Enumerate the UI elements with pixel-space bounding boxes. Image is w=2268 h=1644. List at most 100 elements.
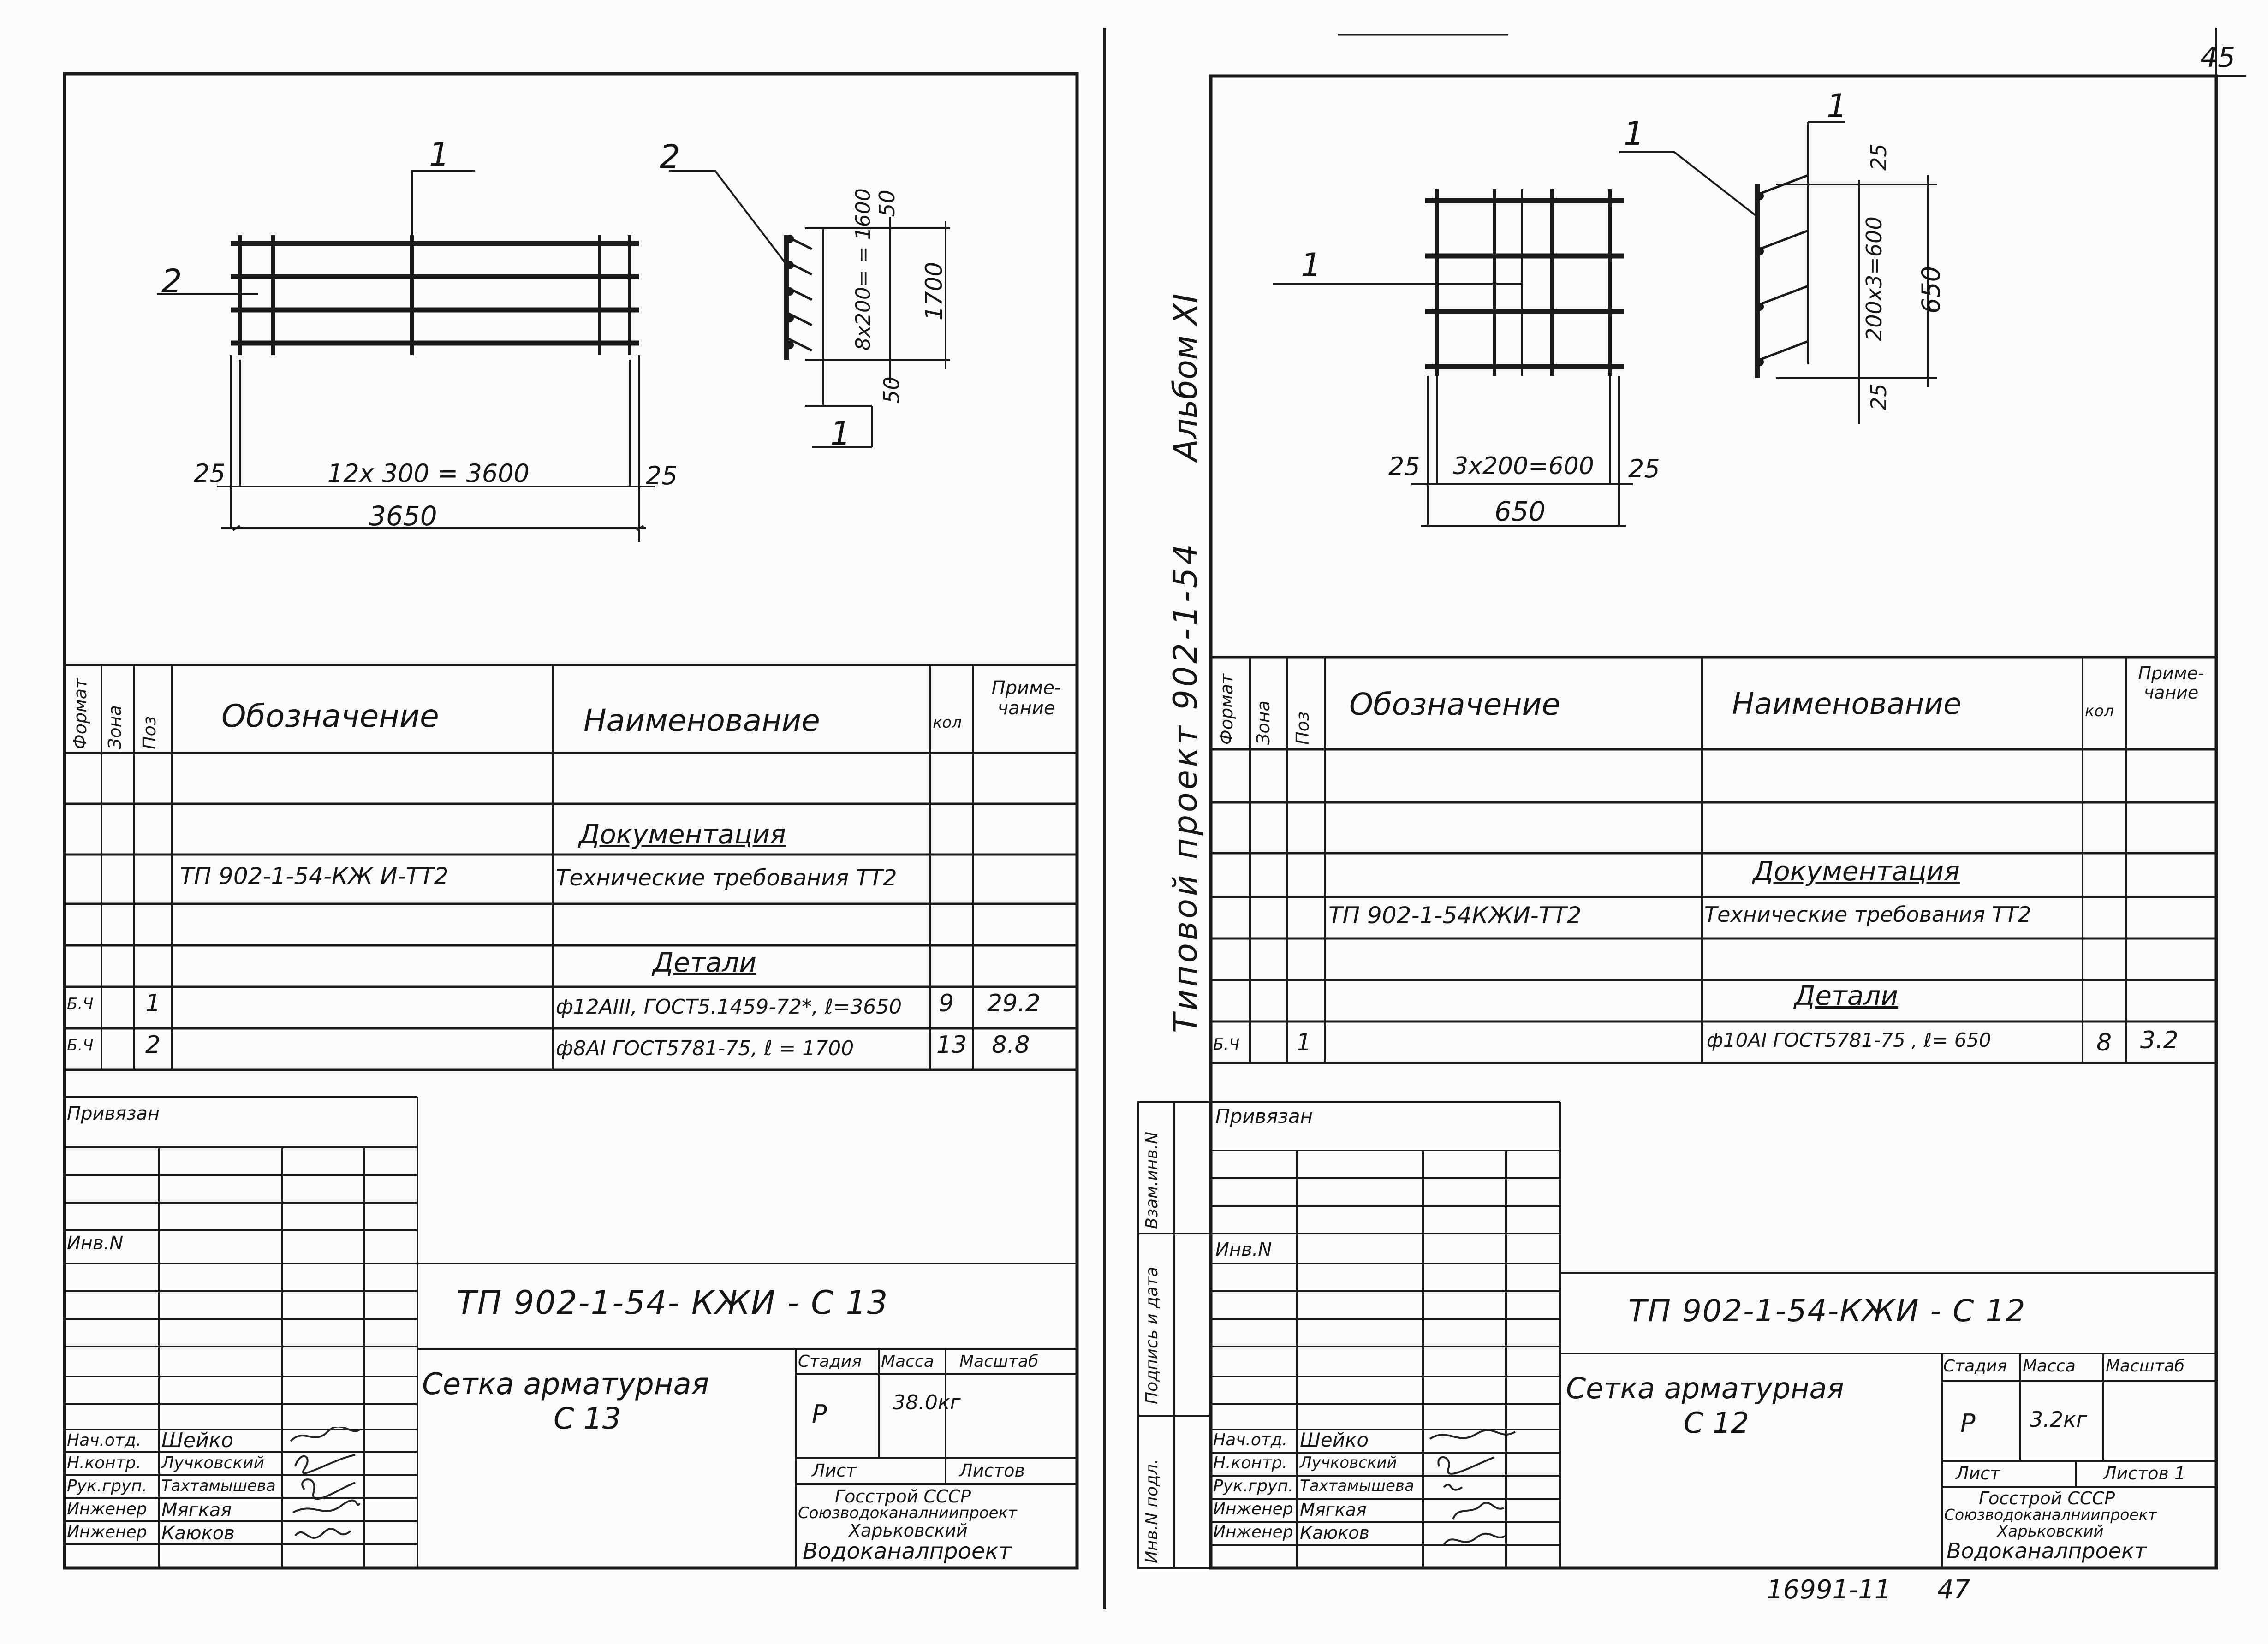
project-label: Типовой проект 902-1-54: [1167, 541, 1204, 1033]
row1-note-r: 3.2: [2140, 1027, 2179, 1054]
hdr-pos: Поз: [139, 716, 160, 749]
drawing-code-r: ТП 902-1-54-КЖИ - С 12: [1628, 1293, 2026, 1329]
row1-format-r: Б.Ч: [1213, 1035, 1240, 1054]
hdr-format-r: Формат: [1216, 673, 1237, 745]
org-4: Водоканалпроект: [803, 1538, 1012, 1564]
person-5-r: Каюков: [1300, 1523, 1369, 1543]
signatures-right: [1429, 1429, 1516, 1546]
side-label-1: Взам.инв.N: [1143, 1131, 1161, 1229]
sect-total: 1700: [921, 261, 947, 320]
mass-value: 38.0кг: [893, 1391, 961, 1414]
hdr-pos-r: Поз: [1292, 711, 1313, 745]
dim-right: 25: [646, 461, 678, 490]
callout-1-top-r: 1: [1624, 115, 1644, 153]
person-3-r: Тахтамышева: [1300, 1477, 1414, 1495]
doc-name-r: Технические требования ТТ2: [1704, 902, 2031, 927]
callout-1-section: 1: [830, 415, 851, 452]
inv-label-r: Инв.N: [1215, 1239, 1272, 1260]
left-frame: [63, 72, 1079, 1570]
org-4-r: Водоканалпроект: [1947, 1538, 2147, 1563]
side-label-2: Подпись и дата: [1143, 1266, 1161, 1404]
dim-total-r: 650: [1494, 496, 1546, 527]
row2-format: Б.Ч: [67, 1036, 94, 1055]
stage-label: Стадия: [798, 1352, 862, 1371]
signatures-left: [290, 1427, 361, 1539]
hdr-qty-r: кол: [2085, 702, 2114, 720]
sheets-label: Листов: [959, 1460, 1025, 1481]
scale-label: Масштаб: [959, 1352, 1039, 1371]
dim-left: 25: [194, 459, 226, 488]
title-name-1-r: Сетка арматурная: [1566, 1371, 1844, 1405]
callout-2-section: 2: [660, 138, 680, 176]
inventory-number: 16991-11: [1767, 1575, 1891, 1605]
role-2: Н.контр.: [67, 1454, 142, 1472]
album-label: Альбом XI: [1167, 293, 1204, 461]
section-doc-r: Документация: [1753, 855, 1960, 887]
row1-name-r: ф10АI ГОСТ5781-75 , ℓ= 650: [1707, 1029, 1991, 1051]
right-frame: [1209, 74, 2218, 1570]
hdr-zone: Зона: [105, 705, 125, 749]
dim-right-r: 25: [1628, 454, 1660, 483]
sheet-label: Лист: [812, 1460, 857, 1481]
role-3: Рук.груп.: [67, 1477, 148, 1496]
role-1-r: Нач.отд.: [1213, 1430, 1288, 1449]
org-2: Союзводоканалниипроект: [798, 1504, 1017, 1522]
side-label-3: Инв.N подл.: [1143, 1459, 1161, 1563]
role-1: Нач.отд.: [67, 1431, 142, 1450]
org-1-r: Госстрой СССР: [1979, 1488, 2115, 1508]
hdr-zone-r: Зона: [1253, 700, 1274, 745]
person-1-r: Шейко: [1300, 1429, 1369, 1451]
hdr-name-r: Наименование: [1732, 687, 1962, 721]
stage-value-r: Р: [1960, 1409, 1976, 1438]
row1-note: 29.2: [987, 990, 1041, 1017]
dim-mid: 12х 300 = 3600: [327, 459, 530, 488]
stage-value: Р: [812, 1400, 827, 1429]
page-number: 45: [2200, 42, 2236, 74]
mass-label-r: Масса: [2023, 1357, 2076, 1376]
inv-label: Инв.N: [67, 1233, 124, 1254]
org-1: Госстрой СССР: [835, 1486, 971, 1507]
org-3-r: Харьковский: [1997, 1522, 2104, 1541]
row2-name: ф8АI ГОСТ5781-75, ℓ = 1700: [556, 1037, 854, 1060]
row2-note: 8.8: [992, 1031, 1030, 1059]
sect-mid-r: 200х3=600: [1862, 216, 1887, 341]
drawing-code: ТП 902-1-54- КЖИ - С 13: [457, 1284, 889, 1322]
role-2-r: Н.контр.: [1213, 1454, 1288, 1472]
callout-1: 1: [429, 136, 450, 173]
role-5-r: Инженер: [1213, 1523, 1293, 1542]
doc-code: ТП 902-1-54-КЖ И-ТТ2: [180, 863, 449, 890]
dim-mid-r: 3х200=600: [1453, 452, 1594, 480]
row1-qty-r: 8: [2096, 1029, 2112, 1056]
sect-bot: 50: [879, 376, 904, 404]
mass-label: Масса: [881, 1352, 934, 1371]
doc-code-r: ТП 902-1-54КЖИ-ТТ2: [1328, 902, 1582, 929]
sect-top-r: 25: [1866, 143, 1891, 171]
dim-total: 3650: [369, 500, 437, 532]
person-5: Каюков: [161, 1523, 235, 1544]
role-3-r: Рук.груп.: [1213, 1477, 1294, 1496]
person-1: Шейко: [161, 1429, 234, 1452]
sheet-number: 47: [1937, 1575, 1970, 1605]
row1-format: Б.Ч: [67, 995, 94, 1013]
org-3: Харьковский: [849, 1520, 968, 1541]
scale-label-r: Масштаб: [2106, 1357, 2185, 1376]
sect-top: 50: [875, 190, 899, 217]
title-name-2: С 13: [554, 1402, 621, 1436]
sect-mid: 8х200= = 1600: [851, 188, 875, 350]
doc-name: Технические требования ТТ2: [556, 865, 897, 891]
hdr-designation-r: Обозначение: [1349, 687, 1560, 722]
hdr-format: Формат: [70, 678, 90, 749]
privyazan-label-r: Привязан: [1215, 1105, 1313, 1128]
row1-name: ф12АIII, ГОСТ5.1459-72*, ℓ=3650: [556, 995, 902, 1019]
section-doc: Документация: [579, 819, 786, 850]
row2-pos: 2: [145, 1031, 161, 1059]
title-name-2-r: С 12: [1684, 1406, 1749, 1440]
mass-value-r: 3.2кг: [2030, 1407, 2088, 1432]
sheet-label-r: Лист: [1956, 1463, 2000, 1484]
section-parts-r: Детали: [1794, 980, 1899, 1011]
row1-qty: 9: [939, 990, 954, 1017]
row2-qty: 13: [936, 1031, 967, 1059]
row1-pos-r: 1: [1296, 1029, 1312, 1056]
section-parts: Детали: [653, 947, 757, 978]
sect-total-r: 650: [1917, 266, 1946, 314]
